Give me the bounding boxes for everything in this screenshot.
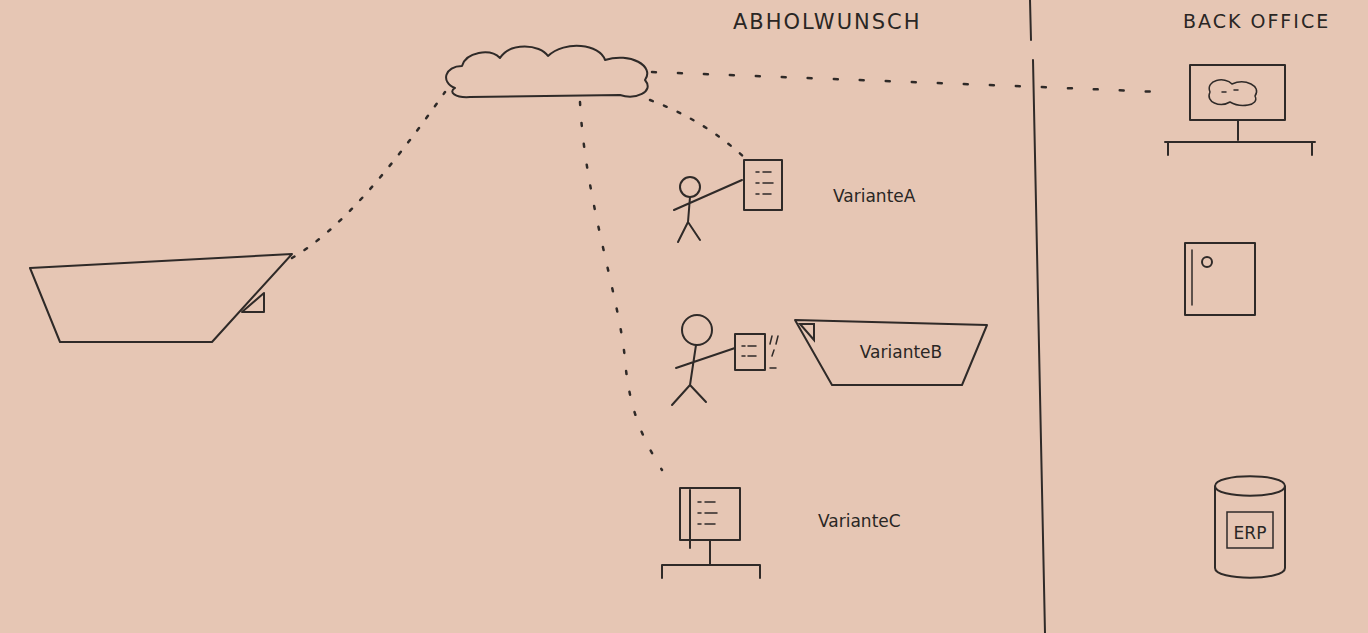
computer-monitor: [1165, 120, 1315, 155]
skip-sensor: [242, 293, 264, 312]
stick-figure: [680, 177, 700, 197]
radio-link: [580, 102, 662, 470]
stick-figure: [672, 345, 735, 405]
computer-monitor: [662, 490, 760, 578]
radio-link: [650, 100, 745, 158]
variant-label: VarianteA: [833, 186, 915, 206]
divider-line: [1030, 0, 1045, 633]
database-node: ERP: [1213, 476, 1287, 578]
section-heading: ABHOLWUNSCH: [733, 10, 922, 34]
node-text: VarianteB: [860, 342, 942, 362]
server-knob: [1202, 257, 1212, 267]
screen-marks: [698, 502, 717, 524]
skip-node: VarianteB: [792, 316, 990, 388]
stick-figure: [674, 180, 742, 242]
database-cylinder: [1215, 476, 1285, 578]
node-text: ERP: [1234, 523, 1267, 543]
tablet-marks: [756, 172, 773, 194]
tablet-marks: [742, 336, 778, 368]
computer-monitor: [1190, 65, 1285, 120]
tablet-device: [744, 160, 782, 210]
cloud-symbol: [446, 46, 648, 97]
stick-figure: [682, 315, 712, 345]
server-box: [1191, 250, 1193, 305]
skip-container: [795, 320, 987, 385]
section-heading: BACK OFFICE: [1183, 10, 1330, 32]
screen-marks: [1209, 80, 1257, 106]
skip-sensor: [800, 324, 814, 340]
database-outline: [1227, 512, 1273, 548]
radio-link: [292, 92, 445, 258]
server-box: [1185, 243, 1255, 315]
radio-link: [652, 72, 1160, 92]
skip-container: [30, 254, 292, 342]
tablet-device: [735, 334, 765, 370]
variant-label: VarianteC: [818, 511, 901, 531]
